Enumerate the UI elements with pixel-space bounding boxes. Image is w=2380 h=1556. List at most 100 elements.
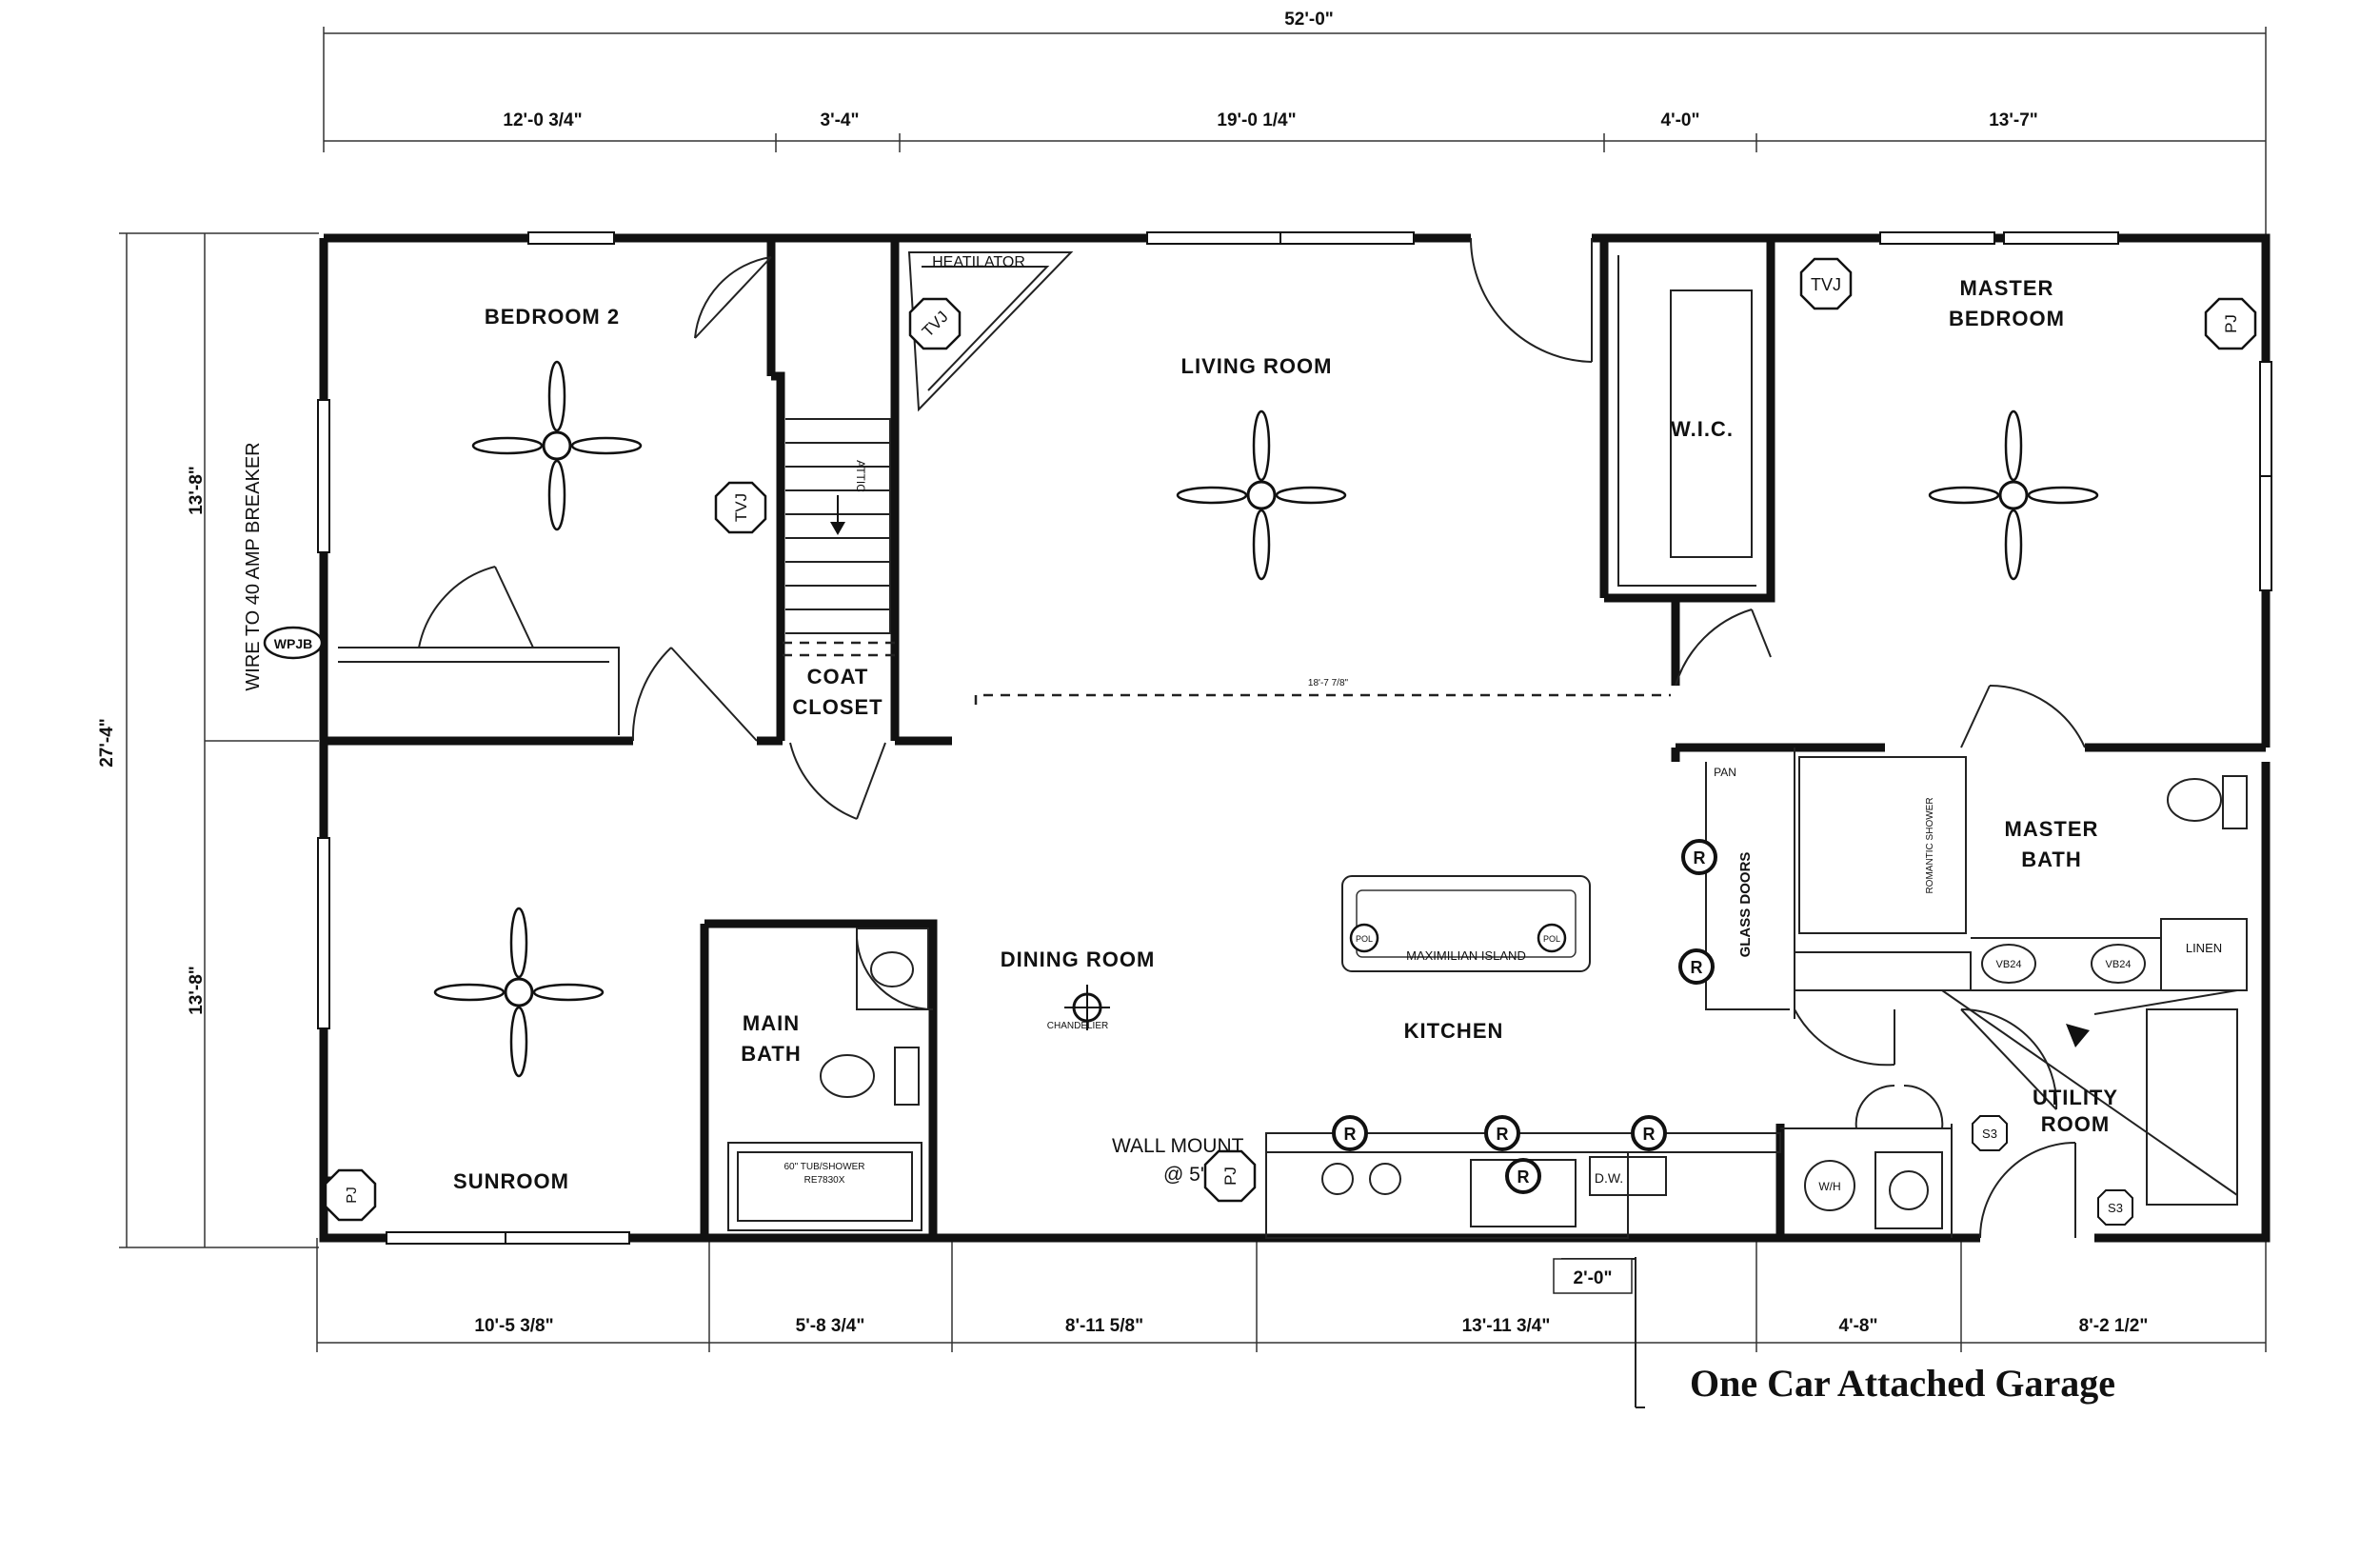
svg-text:POL: POL [1356, 934, 1373, 944]
dim-left-lower: 13'-8" [187, 966, 207, 1015]
room-main-bath-1: MAIN [743, 1011, 800, 1035]
wire-breaker-note: WIRE TO 40 AMP BREAKER [243, 442, 264, 690]
tv-jack-icon: TVJ [1799, 257, 1853, 310]
chandelier-label: CHANDELIER [1047, 1021, 1108, 1031]
receptacle-icon: R [1484, 1115, 1520, 1151]
room-master-bedroom-1: MASTER [1960, 276, 2054, 300]
svg-text:PJ: PJ [344, 1187, 360, 1204]
dimension-lines [119, 27, 2267, 1408]
room-master-bedroom-2: BEDROOM [1949, 307, 2065, 330]
receptacle-icon: R [1681, 839, 1717, 875]
ceiling-fan-bedroom2 [471, 360, 643, 531]
dim-overall-depth: 27'-4" [97, 718, 117, 768]
vanity-2-label: VB24 [2106, 959, 2132, 970]
attic-label: ATTIC [854, 460, 867, 492]
svg-text:R: R [1643, 1125, 1656, 1144]
garage-note: One Car Attached Garage [1690, 1362, 2115, 1405]
room-main-bath-2: BATH [741, 1042, 801, 1066]
pan-label: PAN [1714, 766, 1736, 779]
room-sunroom: SUNROOM [453, 1169, 569, 1193]
room-bedroom-2: BEDROOM 2 [485, 305, 620, 329]
exterior-walls [317, 231, 2272, 1245]
dim-bottom-3: 8'-11 5/8" [1065, 1316, 1143, 1336]
ceiling-fan-sunroom [433, 907, 605, 1078]
room-wic: W.I.C. [1671, 417, 1734, 441]
jack-symbols: TVJ TVJ TVJ PJ PJ PJ S3 S3 [263, 257, 2257, 1226]
svg-text:R: R [1691, 958, 1703, 977]
receptacle-icon: R [1631, 1115, 1667, 1151]
wall-mount-line1: WALL MOUNT [1112, 1135, 1244, 1157]
svg-text:R: R [1344, 1125, 1357, 1144]
pendant-light-icon: POL [1537, 923, 1567, 953]
ceiling-fan-living [1176, 409, 1347, 581]
room-utility-2: ROOM [2041, 1112, 2110, 1136]
room-living: LIVING ROOM [1181, 354, 1333, 378]
room-coat-2: CLOSET [792, 695, 883, 719]
outlet-symbols: R R R R R R [1332, 839, 1717, 1194]
room-kitchen: KITCHEN [1404, 1019, 1504, 1043]
dim-garage-offset: 2'-0" [1574, 1268, 1613, 1288]
attic-stair: ATTIC [783, 418, 895, 657]
tub-model-label: RE7830X [804, 1175, 845, 1186]
receptacle-icon: R [1505, 1158, 1541, 1194]
svg-text:WPJB: WPJB [274, 636, 312, 651]
dim-top-2: 3'-4" [821, 110, 860, 130]
shower-label: ROMANTIC SHOWER [1925, 797, 1935, 893]
dim-bottom-6: 8'-2 1/2" [2079, 1316, 2149, 1336]
wall-mount-line2: @ 5' [1163, 1164, 1204, 1186]
interior-walls: ATTIC [324, 238, 2266, 1238]
svg-text:R: R [1497, 1125, 1509, 1144]
svg-text:S3: S3 [1982, 1127, 1997, 1141]
dim-top-1: 12'-0 3/4" [503, 110, 582, 130]
doors [418, 237, 2086, 1239]
dishwasher-label: D.W. [1595, 1170, 1623, 1186]
svg-text:PJ: PJ [2222, 314, 2240, 333]
tub-label: 60" TUB/SHOWER [783, 1162, 864, 1172]
phone-jack-icon: PJ [2204, 297, 2257, 350]
phone-jack-icon: PJ [324, 1168, 377, 1222]
dim-top-4: 4'-0" [1661, 110, 1700, 130]
svg-text:TVJ: TVJ [732, 493, 750, 522]
island-label: MAXIMILIAN ISLAND [1406, 948, 1526, 963]
receptacle-icon: R [1332, 1115, 1368, 1151]
dim-top-5: 13'-7" [1989, 110, 2038, 130]
svg-text:S3: S3 [2108, 1201, 2123, 1215]
dim-left-upper: 13'-8" [187, 466, 207, 515]
chandelier-icon [1064, 985, 1110, 1030]
misc-labels: HEATILATOR WIRE TO 40 AMP BREAKER CHANDE… [243, 254, 2222, 1193]
svg-text:R: R [1517, 1167, 1530, 1187]
dim-overall-width: 52'-0" [1284, 10, 1334, 30]
glass-doors-label: GLASS DOORS [1737, 852, 1754, 958]
pendant-light-icon: POL [1349, 923, 1379, 953]
tv-jack-icon: TVJ [714, 481, 767, 534]
linen-label: LINEN [2186, 941, 2222, 955]
svg-text:TVJ: TVJ [1811, 275, 1841, 294]
svg-text:PJ: PJ [1221, 1167, 1240, 1186]
dim-interior-span: 18'-7 7/8" [1308, 678, 1349, 688]
dim-bottom-1: 10'-5 3/8" [474, 1316, 553, 1336]
room-coat-1: COAT [807, 665, 869, 688]
room-dining: DINING ROOM [1001, 948, 1156, 971]
smoke-detector-icon: S3 [1972, 1115, 2008, 1151]
room-utility-1: UTILITY [2033, 1086, 2118, 1109]
smoke-detector-icon: S3 [2097, 1189, 2133, 1226]
ceiling-fan-master [1928, 409, 2099, 581]
svg-text:POL: POL [1543, 934, 1560, 944]
room-master-bath-1: MASTER [2005, 817, 2099, 841]
room-master-bath-2: BATH [2021, 848, 2081, 871]
vanity-1-label: VB24 [1996, 959, 2022, 970]
dim-top-3: 19'-0 1/4" [1217, 110, 1296, 130]
receptacle-icon: R [1678, 948, 1715, 985]
tv-jack-icon: TVJ [908, 297, 962, 350]
dim-bottom-2: 5'-8 3/4" [796, 1316, 865, 1336]
water-heater-label: W/H [1818, 1180, 1840, 1193]
dim-bottom-5: 4'-8" [1839, 1316, 1878, 1336]
heatilator-label: HEATILATOR [932, 254, 1025, 270]
dim-bottom-4: 13'-11 3/4" [1462, 1316, 1551, 1336]
room-labels: BEDROOM 2 LIVING ROOM MASTER BEDROOM W.I… [453, 276, 2118, 1193]
weatherproof-junction-box-icon: WPJB [263, 626, 324, 660]
svg-text:R: R [1694, 848, 1706, 868]
dimension-labels: 52'-0" 12'-0 3/4" 3'-4" 19'-0 1/4" 4'-0"… [97, 10, 2148, 1336]
phone-jack-icon: PJ [1203, 1149, 1257, 1203]
